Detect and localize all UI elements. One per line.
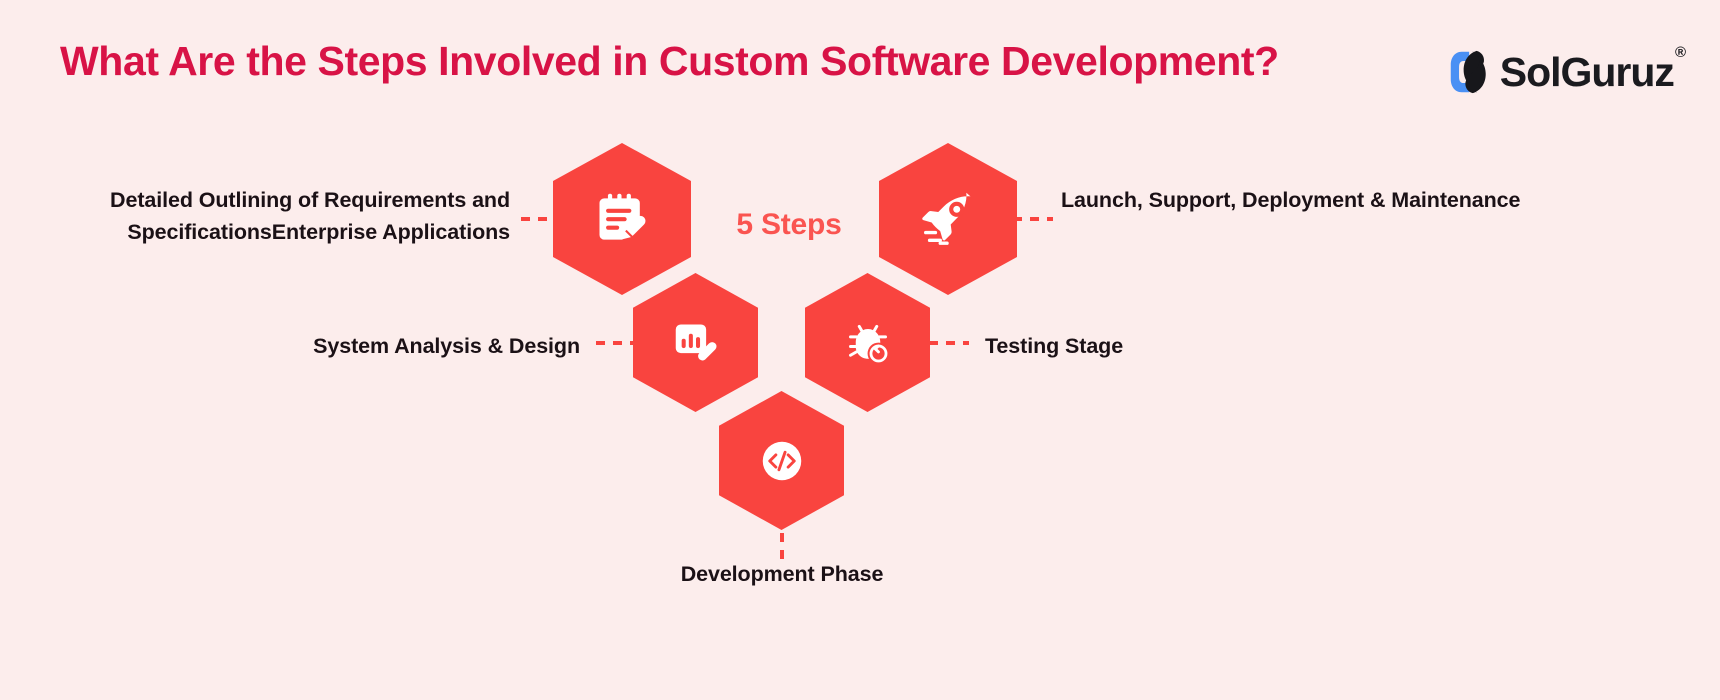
- rocket-icon: [922, 192, 971, 245]
- step-label-4: Testing Stage: [985, 334, 1124, 358]
- brand-name-wrapper: SolGuruz®: [1499, 45, 1686, 95]
- steps-diagram: 5 Steps: [0, 110, 1720, 700]
- step-hexagon-4[interactable]: [805, 273, 930, 412]
- brand-name-text: SolGuruz: [1499, 48, 1675, 95]
- step-hexagon-5[interactable]: [879, 143, 1017, 295]
- step-hexagon-1[interactable]: [553, 143, 691, 295]
- brand-logo: SolGuruz®: [1448, 44, 1686, 100]
- connector-step-5: [1013, 217, 1053, 221]
- connector-step-1: [521, 217, 557, 221]
- steps-count-caption: 5 Steps: [736, 208, 842, 241]
- notepad-pencil-icon: [599, 193, 646, 240]
- step-hexagon-2[interactable]: [633, 273, 758, 412]
- step-label-2: System Analysis & Design: [313, 334, 580, 358]
- bar-chart-pencil-icon: [675, 323, 716, 360]
- step-label-5: Launch, Support, Deployment & Maintenanc…: [1061, 188, 1521, 212]
- step-label-1: Detailed Outlining of Requirements and S…: [110, 188, 510, 245]
- step-label-3: Development Phase: [680, 562, 884, 586]
- page-title: What Are the Steps Involved in Custom So…: [60, 38, 1279, 84]
- connector-step-4: [929, 341, 969, 345]
- code-brackets-icon: [762, 441, 801, 480]
- solguruz-swoosh-icon: [1450, 50, 1486, 94]
- connector-step-2: [596, 341, 634, 345]
- connector-step-3: [780, 533, 784, 563]
- registered-trademark-symbol: ®: [1674, 43, 1686, 61]
- step-hexagon-3[interactable]: [719, 391, 844, 530]
- bug-refresh-icon: [848, 324, 889, 364]
